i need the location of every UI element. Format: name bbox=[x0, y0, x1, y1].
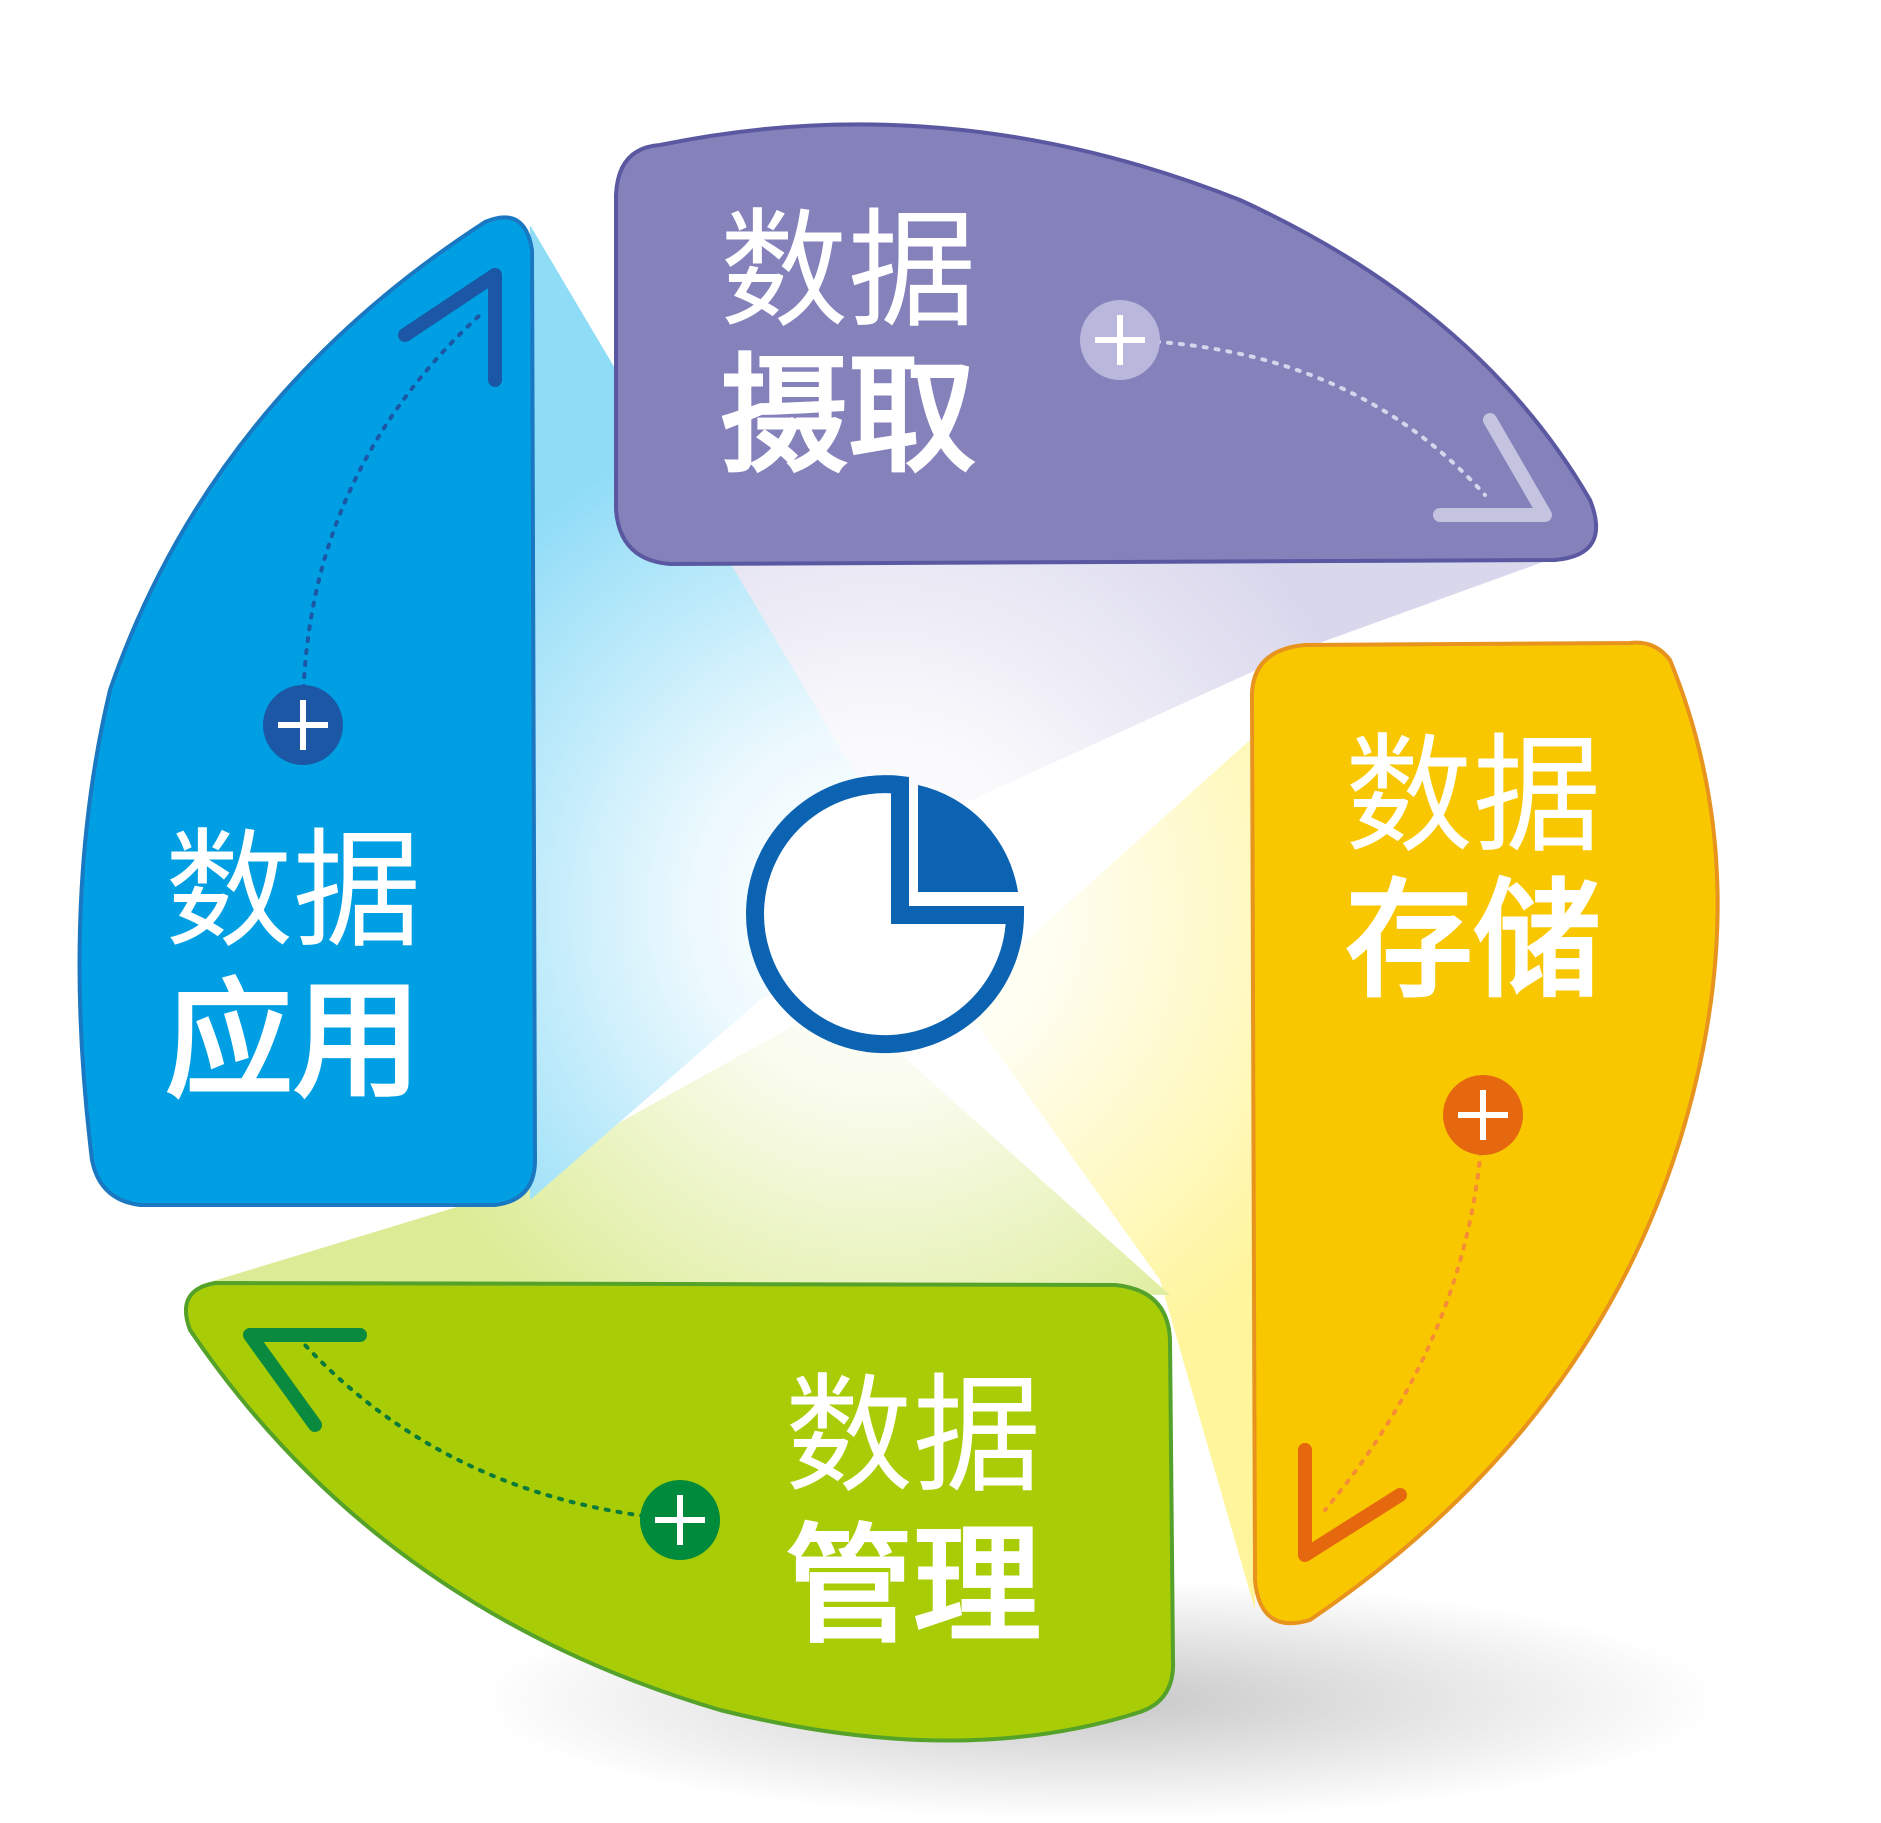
segment-data-ingest[interactable]: 数据 摄取 bbox=[614, 122, 1599, 567]
manage-plus-icon[interactable] bbox=[640, 1480, 720, 1560]
segment-data-apply[interactable]: 数据 应用 bbox=[77, 215, 538, 1207]
ingest-flow-path bbox=[1118, 338, 1487, 497]
ingest-plus-icon[interactable] bbox=[1080, 300, 1160, 380]
storage-arrowhead-icon bbox=[1298, 1443, 1407, 1562]
ingest-arrowhead-icon bbox=[1433, 413, 1552, 522]
apply-plus-icon[interactable] bbox=[263, 685, 343, 765]
segment-data-manage[interactable]: 数据 管理 bbox=[184, 1280, 1176, 1743]
segment-manage-line1: 数据 bbox=[785, 1362, 1041, 1511]
segment-ingest-line2: 摄取 bbox=[720, 342, 976, 491]
segment-storage-line2: 存储 bbox=[1345, 867, 1601, 1016]
pie-chart-icon bbox=[746, 775, 1025, 1054]
manage-flow-path bbox=[303, 1343, 682, 1522]
apply-arrowhead-icon bbox=[398, 268, 502, 387]
segment-apply-line1: 数据 bbox=[165, 817, 421, 966]
segment-ingest-line1: 数据 bbox=[720, 197, 976, 346]
segment-apply-line2: 应用 bbox=[165, 967, 421, 1116]
segment-storage-line1: 数据 bbox=[1345, 722, 1601, 871]
manage-arrowhead-icon bbox=[243, 1328, 367, 1432]
segment-manage-line2: 管理 bbox=[785, 1512, 1041, 1661]
storage-plus-icon[interactable] bbox=[1443, 1075, 1523, 1155]
storage-flow-path bbox=[1323, 1113, 1485, 1512]
segment-data-storage[interactable]: 数据 存储 bbox=[1249, 640, 1720, 1626]
apply-flow-path bbox=[300, 313, 482, 727]
